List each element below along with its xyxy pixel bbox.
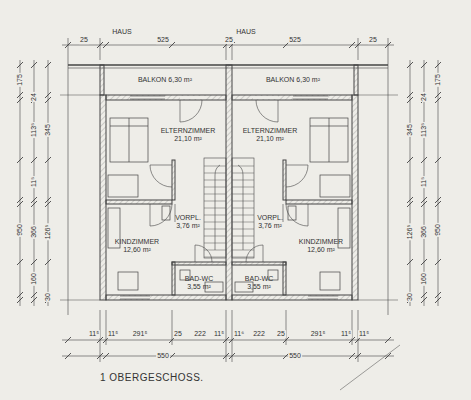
room-label: ELTERNZIMMER21,10 m²: [159, 126, 218, 144]
window-gaps: [120, 98, 338, 298]
room-label: VORPL.3,76 m²: [173, 213, 203, 231]
dimension-text: 30: [406, 292, 414, 302]
dimension-text: 126⁵: [44, 224, 52, 241]
room-area: 12,60 m²: [115, 246, 159, 254]
dimension-text: 113⁵: [30, 122, 38, 138]
dimension-text: 345: [44, 123, 52, 137]
dimension-text: 11⁵: [107, 330, 119, 338]
dimension-text: 11⁵: [30, 176, 38, 188]
dimension-text: 24: [30, 92, 38, 102]
room-name: BAD-WC: [185, 275, 213, 283]
room-name: BAD-WC: [245, 275, 273, 283]
dimension-text: 175: [434, 73, 442, 87]
room-name: BALKON 6,30 m²: [266, 76, 320, 84]
outline-lines: [60, 60, 398, 315]
dimension-text: 550: [288, 352, 302, 360]
dimension-text: 25: [79, 36, 89, 44]
dimension-lines: [20, 38, 438, 390]
walls: [100, 65, 358, 300]
dimension-text: 25: [276, 330, 286, 338]
dimension-text: 11⁶: [233, 330, 245, 338]
dimension-text: 525: [288, 36, 302, 44]
stair-treads: [204, 166, 254, 257]
room-label: BALKON 6,30 m²: [136, 75, 194, 85]
dimension-text: 291⁵: [132, 330, 149, 338]
dimension-text: 126⁵: [406, 224, 414, 241]
room-label: KINDZIMMER12,60 m²: [297, 237, 345, 255]
dimension-text: 113⁵: [420, 122, 428, 138]
room-area: 3,55 m²: [185, 283, 213, 291]
dimension-text: 25: [224, 36, 234, 44]
room-label: BALKON 6,30 m²: [264, 75, 322, 85]
dimension-text: 950: [16, 223, 24, 237]
dimension-text: 25: [368, 36, 378, 44]
room-area: 12,60 m²: [299, 246, 343, 254]
windows-doors: [120, 96, 338, 299]
dimension-text: 30: [44, 292, 52, 302]
room-name: BALKON 6,30 m²: [138, 76, 192, 84]
room-label: KINDZIMMER12,60 m²: [113, 237, 161, 255]
room-name: VORPL.: [257, 214, 283, 222]
room-area: 21,10 m²: [161, 135, 216, 143]
room-area: 3,76 m²: [257, 222, 283, 230]
room-label: ELTERNZIMMER21,10 m²: [241, 126, 300, 144]
room-label: VORPL.3,76 m²: [255, 213, 285, 231]
room-name: ELTERNZIMMER: [243, 127, 298, 135]
dimension-text: 11⁵: [358, 330, 370, 338]
room-area: 3,55 m²: [245, 283, 273, 291]
house-label: HAUS: [111, 28, 132, 36]
dimension-text: 525: [156, 36, 170, 44]
plan-caption: 1 OBERGESCHOSS.: [100, 372, 204, 383]
dimension-text: 11⁵: [213, 330, 225, 338]
room-name: KINDZIMMER: [299, 238, 343, 246]
room-name: ELTERNZIMMER: [161, 127, 216, 135]
room-name: KINDZIMMER: [115, 238, 159, 246]
room-area: 3,76 m²: [175, 222, 201, 230]
dimension-text: 175: [16, 73, 24, 87]
room-label: BAD-WC3,55 m²: [183, 274, 215, 292]
dimension-text: 950: [434, 223, 442, 237]
dimension-text: 345: [406, 123, 414, 137]
dimension-text: 11⁵: [340, 330, 352, 338]
dimension-text: 550: [156, 352, 170, 360]
dimension-text: 11⁵: [420, 176, 428, 188]
dimension-ticks: [17, 42, 441, 359]
dimension-text: 222: [252, 330, 266, 338]
dimension-text: 291⁵: [310, 330, 327, 338]
room-name: VORPL.: [175, 214, 201, 222]
dimension-text: 366: [420, 225, 428, 239]
dimension-text: 11⁵: [88, 330, 100, 338]
house-label: HAUS: [235, 28, 256, 36]
dimension-text: 160: [30, 272, 38, 286]
dimension-text: 366: [30, 225, 38, 239]
dimension-text: 222: [193, 330, 207, 338]
dimension-text: 160: [420, 272, 428, 286]
room-area: 21,10 m²: [243, 135, 298, 143]
dimension-text: 24: [420, 92, 428, 102]
room-label: BAD-WC3,55 m²: [243, 274, 275, 292]
furniture: [108, 118, 350, 292]
stairs: [204, 158, 254, 258]
dimension-text: 25: [173, 330, 183, 338]
